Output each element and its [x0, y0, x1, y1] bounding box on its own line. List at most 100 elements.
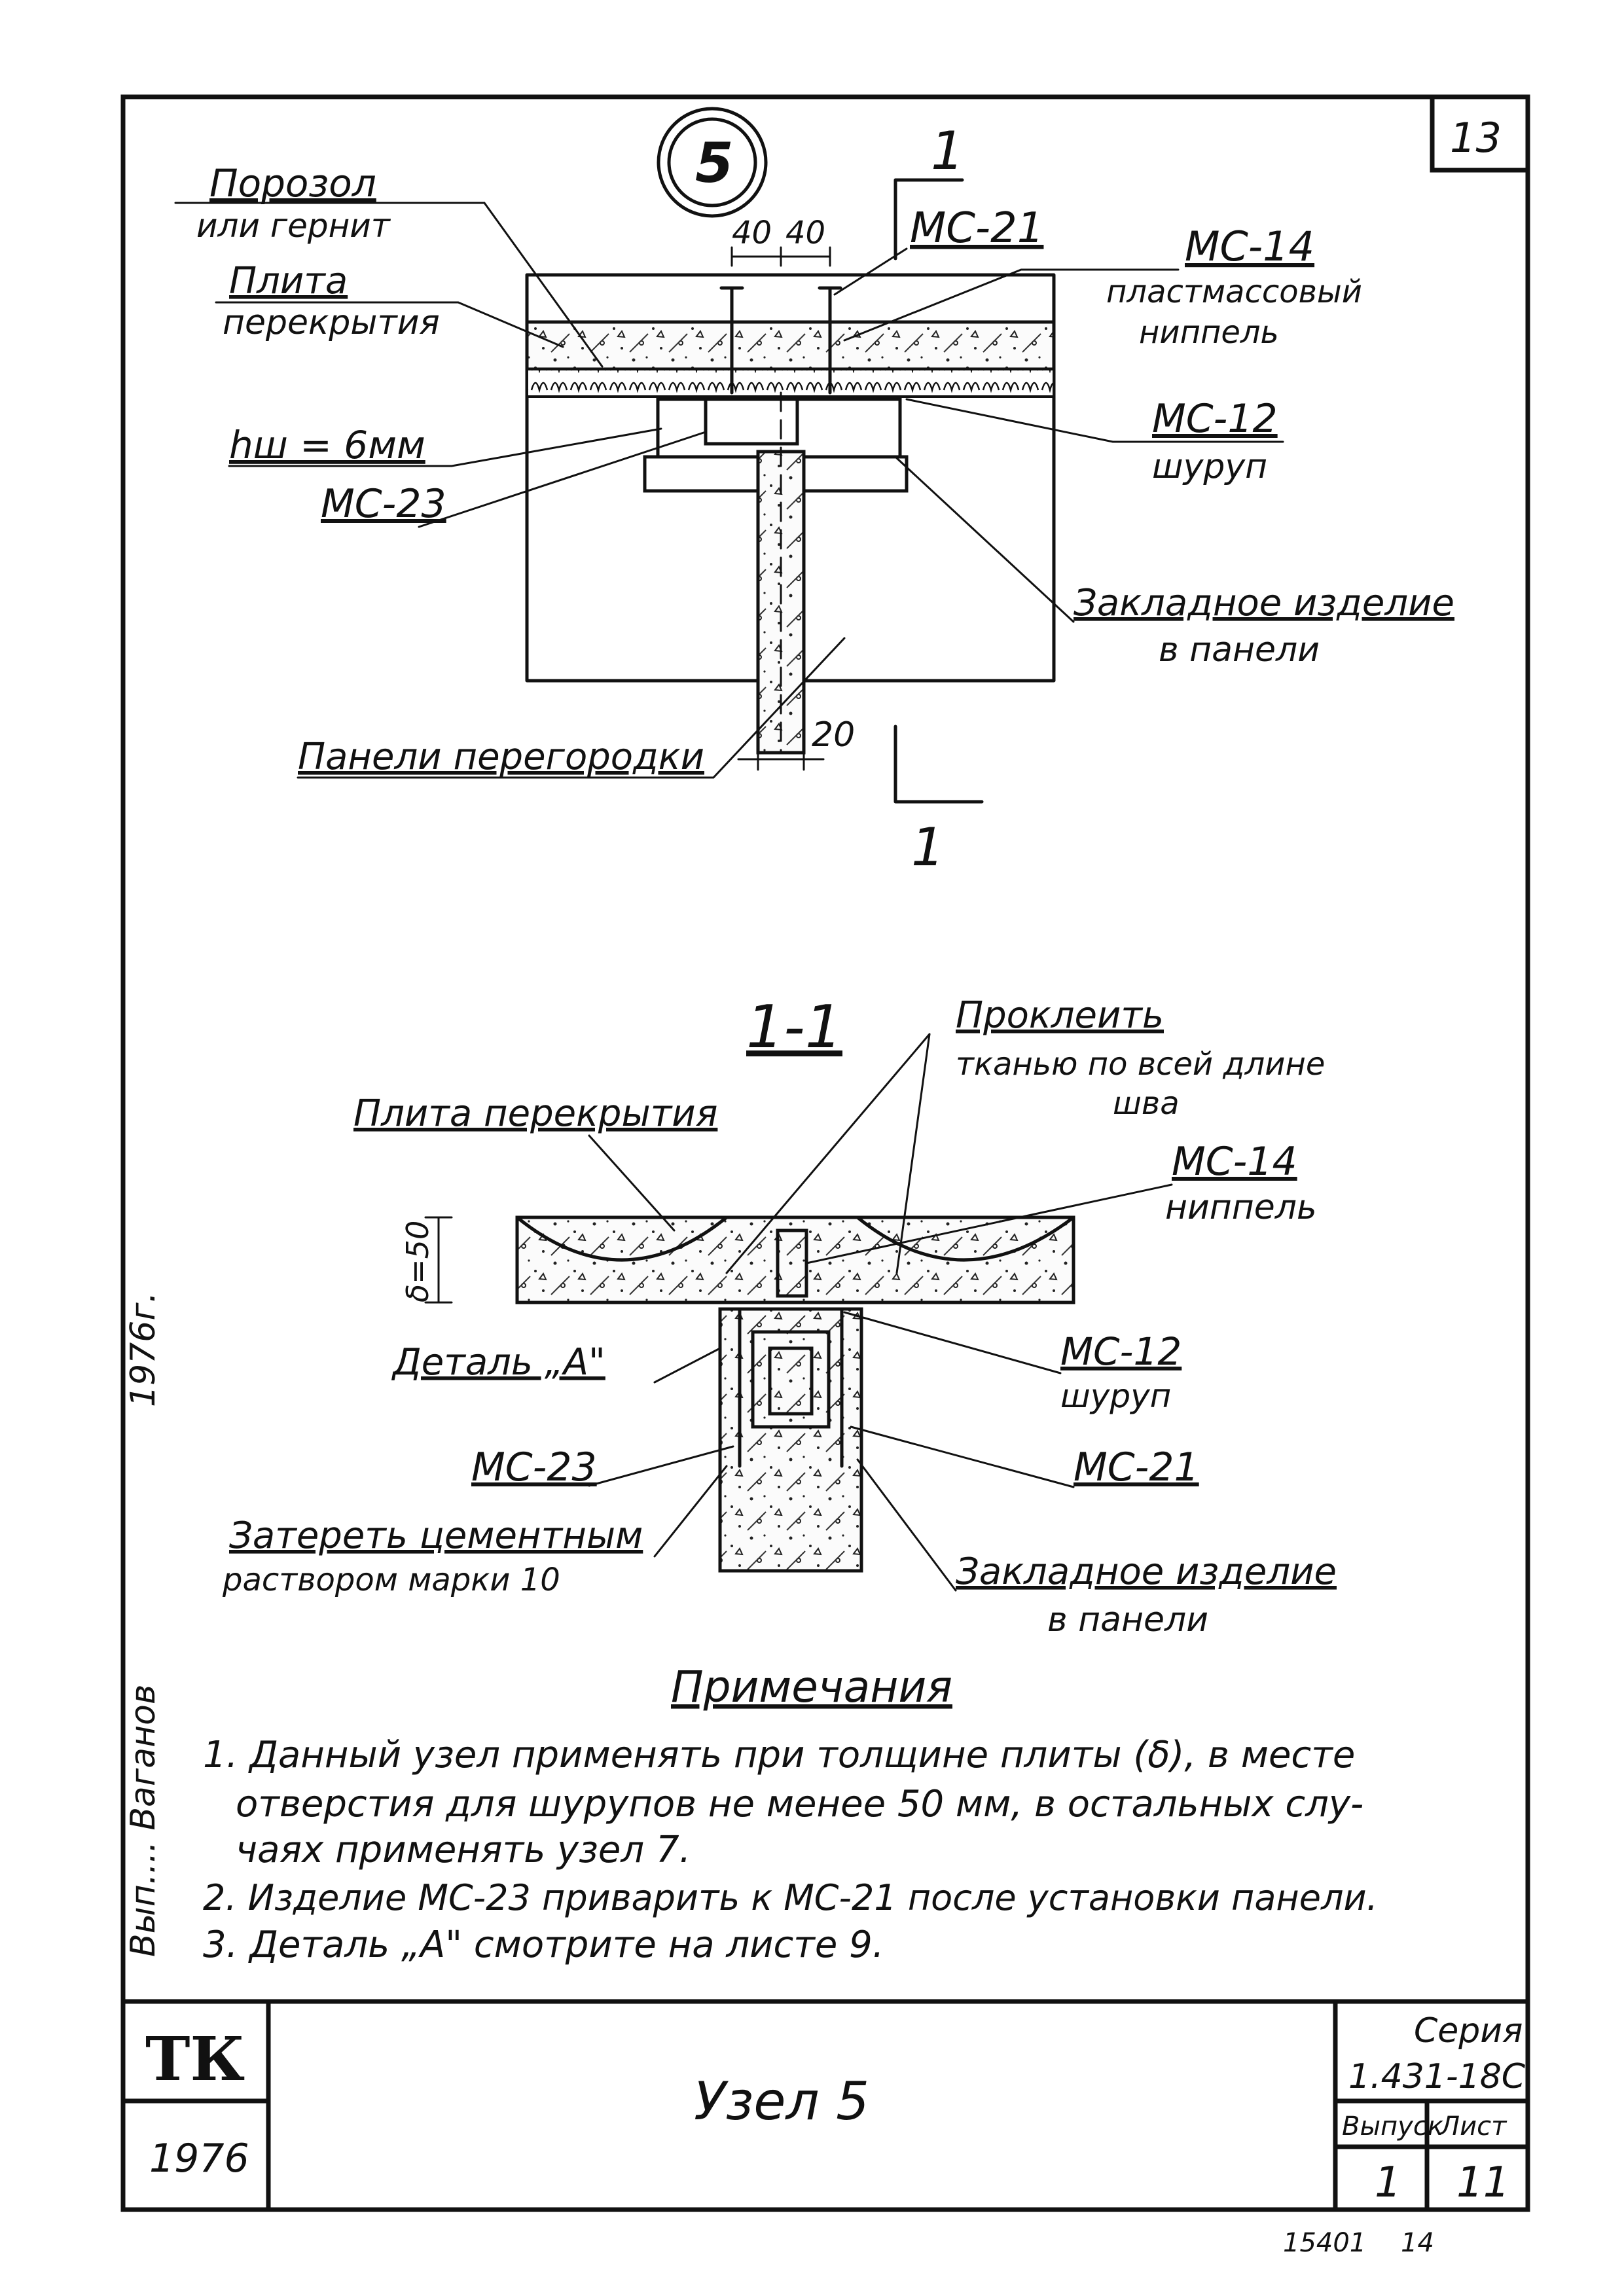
sheet-frame — [120, 94, 1530, 2212]
note-1-line-1: 1. Данный узел применять при толщине пли… — [203, 1734, 1355, 1776]
section-cut-bottom-label: 1 — [911, 817, 945, 878]
note-1-line-2: отверстия для шурупов не менее 50 мм, в … — [236, 1783, 1363, 1825]
sheet-value: 11 — [1456, 2159, 1509, 2207]
label-embed-section-2: в панели — [1047, 1600, 1208, 1640]
node-circle-outer — [657, 107, 768, 218]
notes-heading: Примечания — [671, 1662, 952, 1712]
leader-embed-section — [856, 1458, 957, 1592]
issue-label: Выпуск — [1342, 2111, 1443, 2142]
label-mc12-plan: МС-12 — [1152, 396, 1278, 442]
leader-mc12-plan — [905, 398, 1284, 443]
node-circle-inner — [667, 117, 757, 207]
series-number: 1.431-18С — [1348, 2057, 1526, 2096]
label-mc12-section-desc: шуруп — [1060, 1377, 1171, 1415]
dim-line-20 — [737, 751, 825, 771]
leader-mc21-section — [850, 1426, 1075, 1488]
margin-archive-note: Вып.... Ваганов — [124, 1684, 163, 1957]
label-mc12-desc: шуруп — [1152, 447, 1267, 486]
section-title: 1-1 — [746, 993, 842, 1062]
label-mc21-section: МС-21 — [1074, 1444, 1199, 1490]
floor-slab — [525, 320, 1056, 371]
label-grout-1: Затереть цементным — [229, 1515, 643, 1557]
label-slab: Плита — [229, 260, 348, 302]
label-mc23-plan: МС-23 — [321, 481, 446, 527]
label-mc23-section: МС-23 — [471, 1444, 597, 1490]
leader-mc23-section — [588, 1445, 734, 1487]
label-hw: hш = 6мм — [229, 423, 425, 467]
leader-mc23-plan — [418, 431, 707, 528]
stamp-org: ТК — [145, 2024, 245, 2094]
section-slab — [515, 1215, 1075, 1304]
label-section-slab: Плита перекрытия — [353, 1092, 717, 1135]
dim-thickness — [424, 1216, 453, 1304]
note-2: 2. Изделие МС-23 приварить к МС-21 после… — [203, 1877, 1378, 1918]
tape-curves — [515, 1215, 1075, 1262]
label-porozol-alt: или гернит — [196, 207, 391, 245]
section-panel — [718, 1307, 863, 1573]
note-1-line-3: чаях применять узел 7. — [236, 1829, 691, 1871]
insulation-strip — [526, 368, 1055, 398]
stamp-year: 1976 — [149, 2136, 249, 2181]
label-embed-section: Закладное изделие — [956, 1551, 1337, 1593]
embedded-channel — [738, 1307, 844, 1468]
note-3: 3. Деталь „А" смотрите на листе 9. — [203, 1924, 884, 1966]
notes-block: Примечания 1. Данный узел применять при … — [203, 1662, 1378, 1966]
screws — [719, 286, 842, 395]
leader-embed-plan — [895, 457, 1075, 623]
label-tape-2: тканью по всей длине — [956, 1046, 1325, 1083]
label-thickness: δ=50 — [400, 1221, 435, 1302]
title-block: ТК 1976 Узел 5 Серия 1.431-18С Выпуск Ли… — [123, 1999, 1528, 2210]
sheet-label: Лист — [1439, 2111, 1507, 2142]
label-mc14-desc-1: пластмассовый — [1106, 274, 1362, 310]
leader-detail-a — [653, 1347, 721, 1384]
footer-num: 14 — [1401, 2228, 1434, 2258]
series-label: Серия — [1414, 2011, 1523, 2051]
leader-mc14-plan — [843, 268, 1180, 342]
plan-detail: 5 1 1 40 40 20 Порозол или гернит Плита … — [174, 107, 1454, 878]
embedded-plate-upper — [656, 397, 902, 459]
label-mc14-desc-2: ниппель — [1139, 314, 1279, 351]
leader-porozol — [174, 202, 604, 368]
label-embed-plan: Закладное изделие — [1074, 582, 1454, 624]
label-tape-3: шва — [1113, 1085, 1180, 1122]
leader-slab — [215, 301, 564, 348]
label-mc12-section: МС-12 — [1060, 1329, 1182, 1374]
leader-panels — [297, 637, 846, 779]
section-cut-bottom — [893, 725, 984, 804]
issue-value: 1 — [1375, 2159, 1401, 2207]
sheet-title: Узел 5 — [694, 2071, 869, 2132]
label-tape-1: Проклеить — [956, 994, 1164, 1037]
section-cut-top — [893, 178, 964, 260]
dim-20: 20 — [812, 715, 855, 755]
leader-mc14-section — [805, 1183, 1173, 1265]
mc23-bracket — [704, 397, 799, 446]
section-1-1: 1-1 δ=50 Проклеить тканью по всей длине … — [222, 993, 1337, 1640]
leader-mc21-plan — [833, 247, 908, 296]
label-mc14-plan: МС-14 — [1185, 223, 1314, 270]
label-embed-plan-2: в панели — [1159, 630, 1320, 670]
footer-code: 15401 — [1283, 2228, 1366, 2258]
label-porozol: Порозол — [209, 161, 376, 206]
detail-a-core — [768, 1346, 814, 1416]
wall-outline — [525, 273, 1056, 683]
label-slab-2: перекрытия — [223, 303, 440, 342]
dim-40-left: 40 — [732, 215, 772, 251]
label-mc14-section-desc: ниппель — [1165, 1188, 1317, 1227]
node-number: 5 — [695, 131, 733, 195]
leader-grout — [653, 1465, 728, 1558]
label-panels: Панели перегородки — [298, 736, 704, 778]
leader-mc12-section — [843, 1311, 1062, 1374]
label-detail-a: Деталь „А" — [391, 1341, 605, 1384]
leader-tape — [725, 1033, 931, 1274]
label-grout-2: раствором марки 10 — [222, 1562, 560, 1598]
margin-year: 1976г. — [124, 1292, 163, 1407]
leader-hw — [228, 427, 662, 467]
section-cut-top-label: 1 — [931, 120, 964, 181]
leader-section-slab — [588, 1134, 676, 1232]
label-mc14-section: МС-14 — [1172, 1139, 1297, 1185]
label-mc21-plan: МС-21 — [910, 204, 1043, 253]
page-number: 13 — [1450, 114, 1502, 162]
page-number-box — [1430, 94, 1530, 173]
dim-line-40 — [731, 246, 831, 267]
